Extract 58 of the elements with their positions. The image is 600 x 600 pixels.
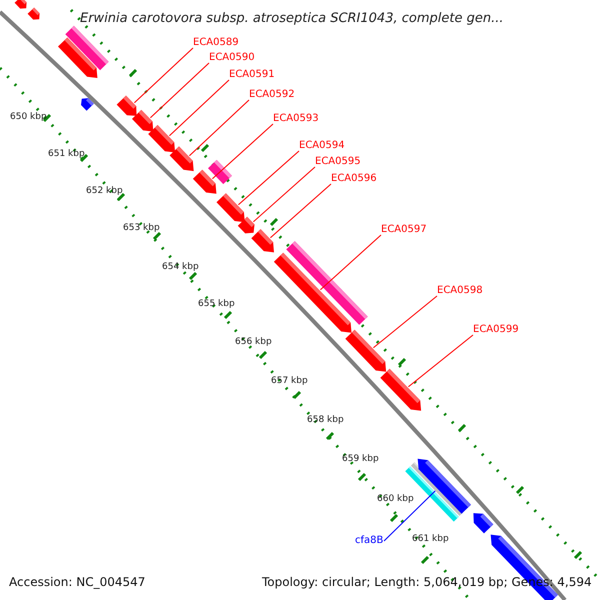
scale-label: 652 kbp xyxy=(86,187,123,196)
leader-line xyxy=(150,62,210,118)
leader-line xyxy=(238,150,300,206)
leader-line xyxy=(384,490,436,542)
gene-label: ECA0599 xyxy=(473,325,519,335)
gene-label: ECA0593 xyxy=(273,114,319,124)
gene-feature xyxy=(14,0,27,9)
gene-label: ECA0594 xyxy=(299,141,345,151)
gene-feature xyxy=(132,110,154,132)
gene-label: ECA0595 xyxy=(315,157,361,167)
gene-label: ECA0590 xyxy=(209,53,255,63)
gene-feature xyxy=(28,8,40,20)
leader-line xyxy=(168,80,230,136)
gene-feature xyxy=(148,125,176,152)
leader-line xyxy=(372,296,438,348)
scale-label: 655 kbp xyxy=(198,300,235,309)
gene-feature xyxy=(216,193,245,222)
leader-line xyxy=(270,184,332,238)
gene-label: ECA0589 xyxy=(193,38,239,48)
gene-label: ECA0596 xyxy=(331,174,377,184)
scale-label: 651 kbp xyxy=(48,150,85,159)
leader-line xyxy=(408,334,474,388)
scale-label: 657 kbp xyxy=(271,377,308,386)
gene-feature xyxy=(116,96,137,116)
gene-feature xyxy=(286,241,368,325)
scale-label: 656 kbp xyxy=(235,338,272,347)
scale-label: 660 kbp xyxy=(377,495,414,504)
gene-feature xyxy=(65,26,109,70)
gene-feature xyxy=(251,229,274,252)
scale-label: 650 kbp xyxy=(10,113,47,122)
gene-feature xyxy=(238,216,254,234)
gene-label: cfa8B xyxy=(355,536,384,546)
scale-label: 654 kbp xyxy=(162,263,199,272)
summary-text: Topology: circular; Length: 5,064,019 bp; Genes: 4,594 xyxy=(262,576,592,588)
leader-line xyxy=(320,234,382,290)
gene-feature xyxy=(418,458,471,514)
scale-label: 659 kbp xyxy=(342,455,379,464)
gene-feature xyxy=(380,368,422,411)
scale-label: 653 kbp xyxy=(123,224,160,233)
gene-label: ECA0591 xyxy=(229,70,275,80)
chart-title: Erwinia carotovora subsp. atroseptica SCRI1043, complete gen... xyxy=(80,12,504,25)
gene-label: ECA0597 xyxy=(381,225,427,235)
gene-feature xyxy=(208,160,232,184)
gene-feature xyxy=(490,534,558,600)
gene-feature xyxy=(192,170,216,194)
leader-line xyxy=(252,166,316,222)
scale-label: 661 kbp xyxy=(412,535,449,544)
gene-feature xyxy=(170,146,194,172)
gene-label: ECA0598 xyxy=(437,286,483,296)
accession-text: Accession: NC_004547 xyxy=(9,576,146,588)
leader-line xyxy=(134,48,194,104)
leader-line xyxy=(212,124,274,180)
gene-feature xyxy=(473,513,494,534)
gene-label: ECA0592 xyxy=(249,90,295,100)
leader-line xyxy=(188,100,250,156)
gene-feature xyxy=(81,98,94,111)
scale-label: 658 kbp xyxy=(307,416,344,425)
gene-feature xyxy=(345,330,386,372)
